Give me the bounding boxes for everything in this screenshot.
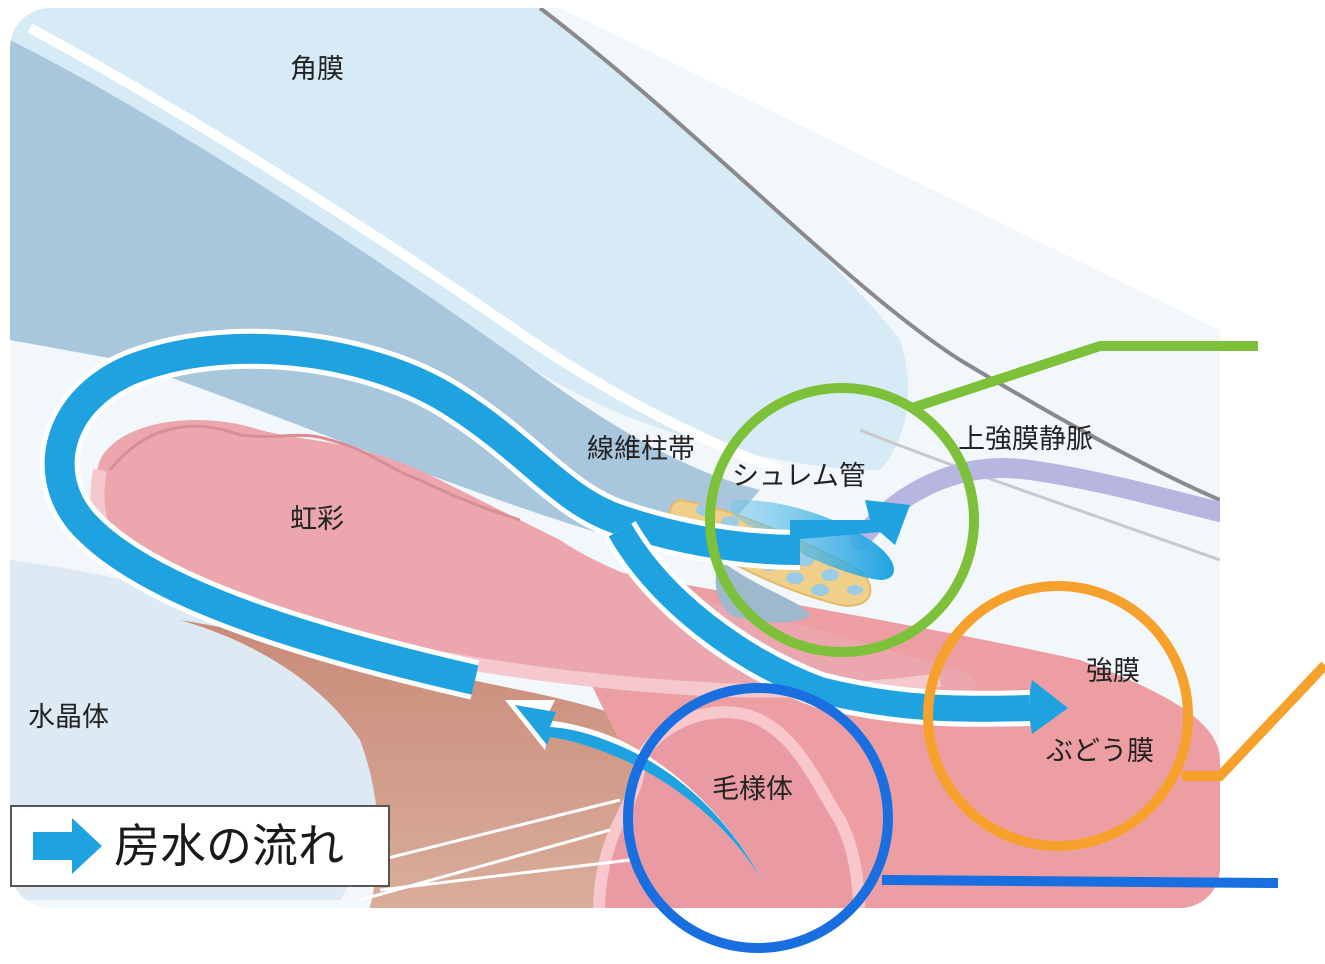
green-highlight — [705, 341, 1258, 657]
arrow-right-icon — [33, 818, 102, 874]
label-cornea: 角膜 — [290, 54, 344, 85]
cornea-region — [10, 8, 909, 470]
blue-highlight — [623, 683, 1279, 953]
iris-region — [94, 420, 977, 700]
episcleral-vein — [850, 458, 1220, 550]
flow-arrow-uvea — [1030, 680, 1068, 734]
label-episcleral-vein: 上強膜静脈 — [958, 424, 1093, 455]
label-iris: 虹彩 — [290, 504, 344, 535]
zonule-fiber — [359, 828, 611, 902]
label-sclera: 強膜 — [1086, 656, 1140, 687]
flow-arrow-ciliary — [505, 700, 765, 885]
label-trabecular-meshwork: 線維柱帯 — [587, 434, 695, 465]
zonule-fiber — [379, 858, 631, 892]
label-uvea: ぶどう膜 — [1046, 736, 1154, 767]
sclera-outline — [538, 8, 1220, 502]
aqueous-flow-path — [39, 328, 1031, 727]
label-schlemm-canal: シュレム管 — [732, 461, 866, 492]
flow-arrow-schlemm — [790, 500, 910, 545]
cornea-boundary — [27, 23, 782, 475]
label-ciliary-body: 毛様体 — [712, 774, 793, 805]
iris-surface — [108, 424, 521, 522]
legend: 房水の流れ — [10, 805, 390, 887]
cornea-inner-layer — [10, 40, 760, 560]
sclera-inner-line — [859, 428, 1220, 562]
label-lens: 水晶体 — [28, 702, 109, 733]
orange-highlight — [923, 581, 1325, 851]
zonule-fiber — [379, 798, 621, 862]
legend-label: 房水の流れ — [114, 819, 344, 873]
schlemm-canal — [729, 500, 894, 580]
